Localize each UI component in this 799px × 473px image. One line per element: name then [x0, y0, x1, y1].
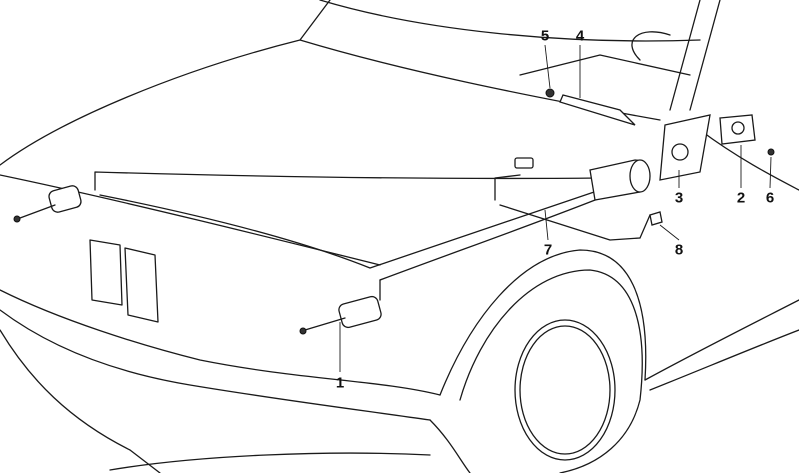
headlight-wiper-motor-right	[299, 295, 382, 335]
wiper-arm	[559, 94, 636, 126]
screw-6	[767, 148, 775, 156]
washer-hoses	[94, 171, 651, 301]
connector	[514, 157, 534, 169]
callout-7: 7	[543, 241, 553, 259]
leader-lines	[339, 44, 772, 372]
screw	[545, 88, 555, 98]
callout-3: 3	[674, 189, 684, 207]
callout-6: 6	[765, 189, 775, 207]
washer-pump	[589, 159, 651, 201]
callout-4: 4	[575, 27, 585, 45]
nozzle-8	[649, 211, 663, 226]
callout-2: 2	[736, 189, 746, 207]
bracket	[659, 114, 711, 181]
callout-8: 8	[674, 241, 684, 259]
headlight-wiper-motor-left	[13, 185, 82, 223]
relay	[719, 114, 756, 145]
callout-5: 5	[540, 27, 550, 45]
callout-1: 1	[335, 374, 345, 392]
